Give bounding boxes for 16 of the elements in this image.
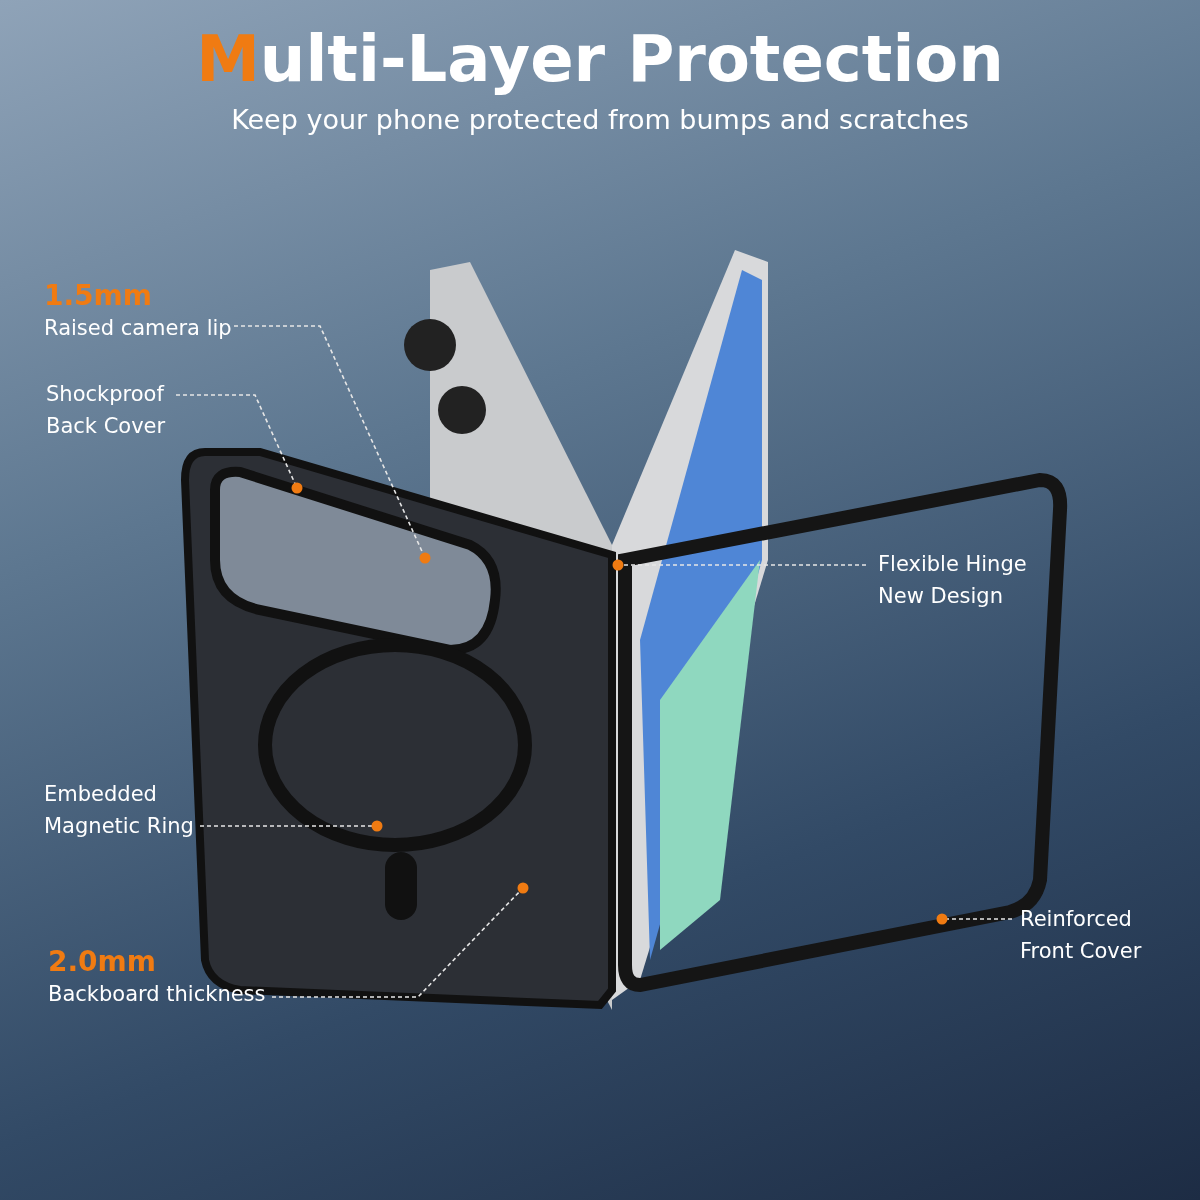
leader-line	[612, 559, 867, 571]
measurement-value: 2.0mm	[48, 946, 157, 978]
leader-line	[936, 913, 1013, 925]
leader-line	[199, 820, 383, 832]
subtitle: Keep your phone protected from bumps and scratches	[230, 104, 970, 135]
leader-line	[175, 394, 303, 494]
leader-line	[271, 882, 529, 998]
callout-text: Raised camera lip	[44, 315, 233, 342]
measurement-value: 1.5mm	[44, 280, 153, 312]
title: Multi-Layer Protection	[195, 22, 1005, 96]
callout-text: Flexible Hinge New Design	[878, 551, 1028, 610]
callout-text: Shockproof Back Cover	[46, 381, 167, 440]
callout-text: Backboard thickness	[48, 981, 267, 1008]
leader-line	[233, 325, 431, 564]
callout-text: Embedded Magnetic Ring	[44, 781, 195, 840]
callout-text: Reinforced Front Cover	[1020, 906, 1143, 965]
